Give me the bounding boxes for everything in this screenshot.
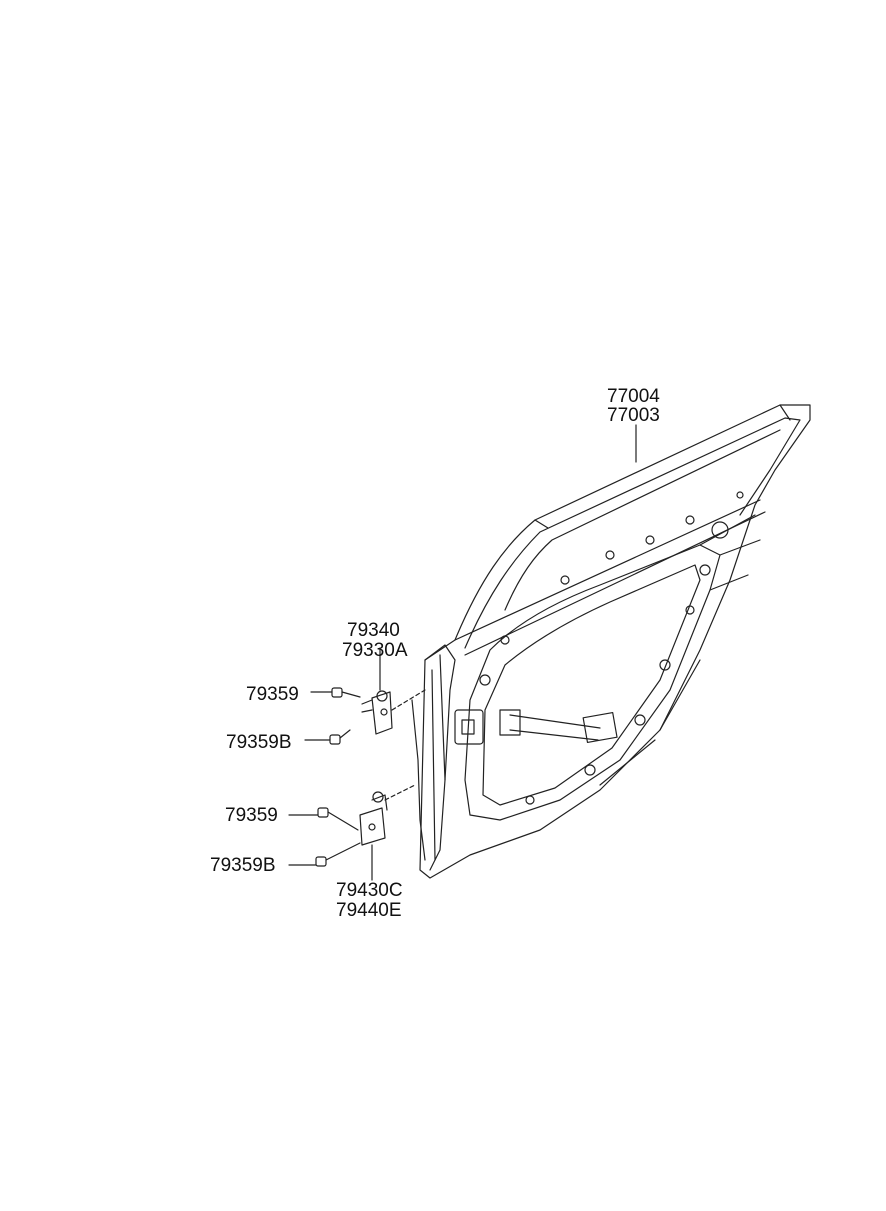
upper-bolt-b <box>304 729 351 745</box>
upper-bolt <box>310 687 361 698</box>
upper-bolt-b-label: 79359B <box>226 732 292 753</box>
lower-hinge <box>359 784 416 881</box>
door-panel-label-1: 77004 <box>607 386 660 407</box>
upper-hinge <box>361 647 426 735</box>
upper-bolt-label: 79359 <box>246 684 299 705</box>
lower-hinge-label-2: 79440E <box>336 900 402 921</box>
door-panel-label-2: 77003 <box>607 405 660 426</box>
upper-hinge-label-2: 79330A <box>342 640 408 661</box>
door-panel <box>411 404 811 879</box>
lower-bolt <box>288 807 359 831</box>
lower-bolt-label: 79359 <box>225 805 278 826</box>
lower-bolt-b-label: 79359B <box>210 855 276 876</box>
lower-hinge-label-1: 79430C <box>336 880 403 901</box>
lower-bolt-b <box>288 842 361 867</box>
upper-hinge-label-1: 79340 <box>347 620 400 641</box>
